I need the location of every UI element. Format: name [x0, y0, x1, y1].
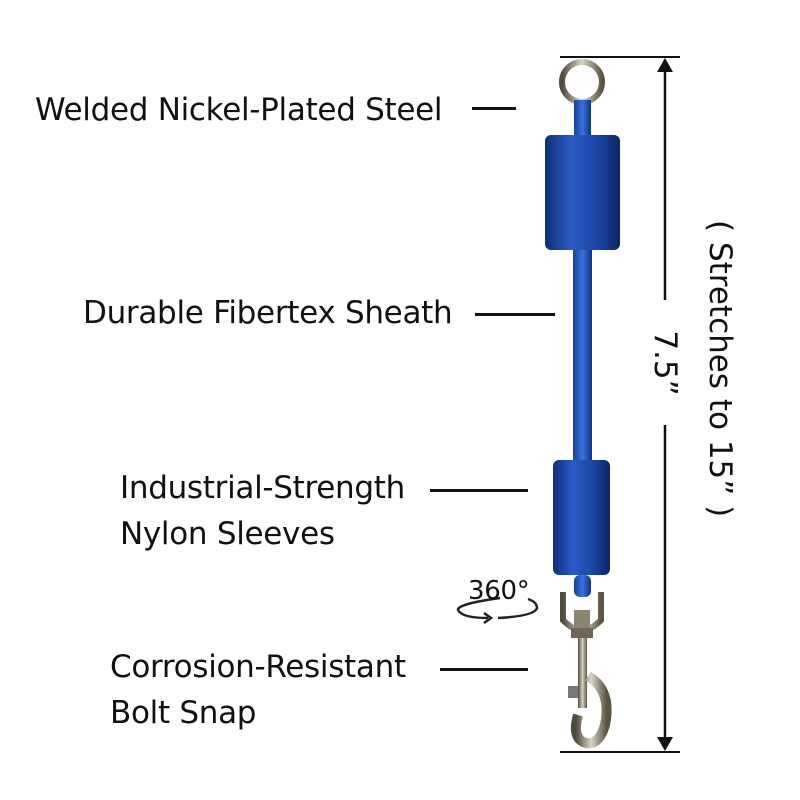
cord-sheath [573, 250, 592, 465]
cord-top [574, 100, 591, 140]
leader-line-ring [472, 107, 516, 110]
bolt-snap [560, 592, 612, 749]
leader-line-sleeves [430, 489, 528, 492]
label-ring: Welded Nickel-Plated Steel [35, 92, 443, 128]
swivel-360-label: 360° [468, 576, 530, 606]
upper-sleeve [545, 135, 620, 250]
dimension-length: 7.5” [647, 330, 683, 396]
cord-bottom [574, 575, 591, 597]
leader-line-sheath [475, 313, 555, 316]
swivel-arrow-icon [456, 596, 539, 625]
label-sleeves-line2: Nylon Sleeves [120, 516, 335, 552]
label-snap-line1: Corrosion-Resistant [110, 649, 406, 685]
label-sheath: Durable Fibertex Sheath [83, 295, 453, 331]
leader-line-snap [440, 668, 528, 671]
dimension-stretch: ( Stretches to 15” ) [702, 220, 738, 518]
lower-sleeve [553, 460, 610, 575]
label-sleeves-line1: Industrial-Strength [120, 470, 405, 506]
welded-ring [559, 59, 605, 105]
dimension-line [560, 56, 680, 753]
label-snap-line2: Bolt Snap [110, 695, 257, 731]
